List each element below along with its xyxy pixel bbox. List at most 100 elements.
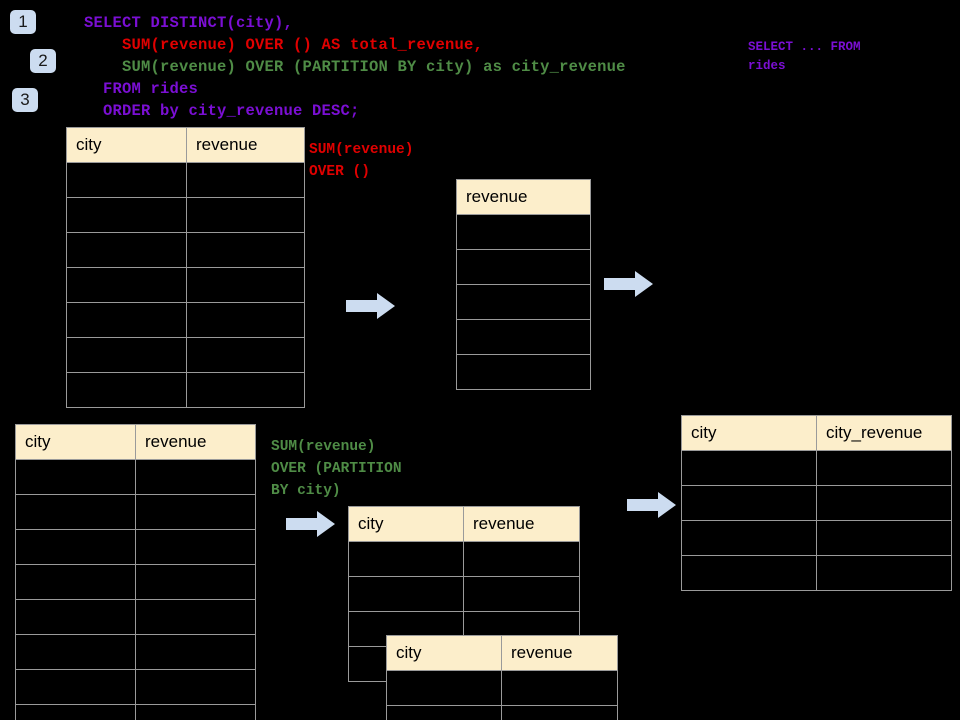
table-row (66, 232, 305, 268)
table-row (15, 669, 256, 705)
arrow-source-to-total (346, 291, 396, 321)
arrow-partition-to-result (627, 490, 677, 520)
table-row (15, 704, 256, 720)
table-header-row: revenue (456, 179, 591, 215)
table-cell-empty (15, 634, 136, 670)
table-cell-empty (681, 555, 817, 591)
table-row (386, 670, 618, 706)
table-cell-empty (386, 670, 502, 706)
sql-query-block: SELECT DISTINCT(city), SUM(revenue) OVER… (84, 12, 626, 122)
table-cell-empty (66, 197, 187, 233)
column-header-revenue: revenue (186, 127, 305, 163)
column-header-revenue: revenue (501, 635, 618, 671)
table-cell-empty (66, 302, 187, 338)
table-row (681, 520, 952, 556)
table-cell-empty (66, 162, 187, 198)
table-row (456, 319, 591, 355)
table-cell-empty (501, 670, 618, 706)
table-row (456, 284, 591, 320)
table-cell-empty (386, 705, 502, 720)
step-badge-3: 3 (12, 88, 38, 112)
table-row (15, 564, 256, 600)
table-cell-empty (456, 249, 591, 285)
table-cell-empty (186, 267, 305, 303)
table-row (15, 634, 256, 670)
table-cell-empty (186, 372, 305, 408)
table-cell-empty (15, 599, 136, 635)
table-cell-empty (15, 494, 136, 530)
table-cell-empty (135, 564, 256, 600)
total-revenue-table: revenue (456, 179, 591, 390)
table-cell-empty (186, 232, 305, 268)
table-cell-empty (66, 232, 187, 268)
table-cell-empty (456, 284, 591, 320)
table-cell-empty (816, 450, 952, 486)
column-header-city: city (386, 635, 502, 671)
table-row (15, 529, 256, 565)
table-cell-empty (348, 541, 464, 577)
table-cell-empty (463, 576, 580, 612)
table-row (15, 494, 256, 530)
table-cell-empty (186, 162, 305, 198)
table-row (681, 450, 952, 486)
table-row (348, 541, 580, 577)
table-row (456, 354, 591, 390)
table-cell-empty (135, 459, 256, 495)
table-row (456, 249, 591, 285)
table-cell-empty (816, 520, 952, 556)
table-cell-empty (456, 354, 591, 390)
sql-line-3: SUM(revenue) OVER (PARTITION BY city) as… (84, 58, 626, 76)
table-cell-empty (15, 669, 136, 705)
column-header-revenue: revenue (463, 506, 580, 542)
column-header-city_revenue: city_revenue (816, 415, 952, 451)
column-header-city: city (348, 506, 464, 542)
table-row (681, 555, 952, 591)
table-row (66, 197, 305, 233)
sql-line-4: FROM rides (84, 80, 199, 98)
table-row (456, 214, 591, 250)
table-cell-empty (135, 669, 256, 705)
table-cell-empty (681, 485, 817, 521)
table-row (386, 705, 618, 720)
table-cell-empty (501, 705, 618, 720)
table-cell-empty (66, 267, 187, 303)
table-cell-empty (135, 529, 256, 565)
table-cell-empty (15, 564, 136, 600)
table-cell-empty (456, 214, 591, 250)
sum-over-empty-annotation: SUM(revenue) OVER () (309, 142, 414, 180)
table-cell-empty (135, 599, 256, 635)
table-cell-empty (681, 520, 817, 556)
table-row (15, 459, 256, 495)
table-row (66, 302, 305, 338)
table-cell-empty (348, 576, 464, 612)
table-cell-empty (186, 197, 305, 233)
sum-over-partition-annotation: SUM(revenue) OVER (PARTITION BY city) (271, 439, 402, 499)
sql-side-note: SELECT ... FROM rides (748, 40, 861, 73)
table-row (66, 372, 305, 408)
table-row (681, 485, 952, 521)
sql-line-2: SUM(revenue) OVER () AS total_revenue, (84, 36, 484, 54)
step-badge-2: 2 (30, 49, 56, 73)
arrow-source-to-partition (286, 509, 336, 539)
column-header-revenue: revenue (135, 424, 256, 460)
column-header-revenue: revenue (456, 179, 591, 215)
table-row (66, 337, 305, 373)
table-cell-empty (816, 485, 952, 521)
table-cell-empty (66, 372, 187, 408)
table-cell-empty (135, 634, 256, 670)
column-header-city: city (15, 424, 136, 460)
table-cell-empty (135, 494, 256, 530)
table-cell-empty (135, 704, 256, 720)
table-cell-empty (463, 541, 580, 577)
arrow-total-to-result (604, 269, 654, 299)
table-cell-empty (15, 704, 136, 720)
